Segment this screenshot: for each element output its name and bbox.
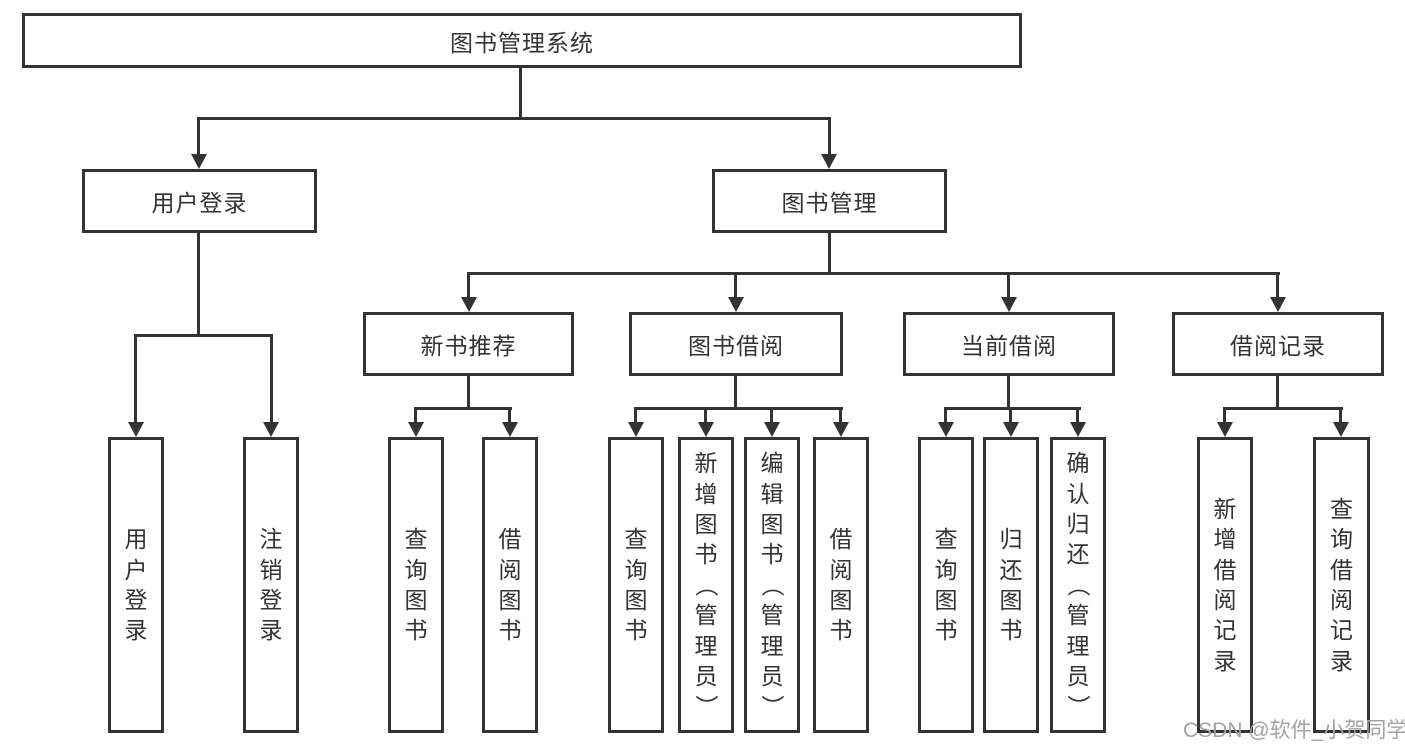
leaf-edit-book-admin: 编辑图书（管理员）: [744, 437, 800, 733]
node-borrowing-records: 借阅记录: [1172, 312, 1384, 376]
leaf-add-borrow-record: 新增借阅记录: [1197, 437, 1253, 733]
connector-line: [944, 407, 947, 425]
arrow-down-icon: [1270, 297, 1286, 312]
leaf-confirm-return-admin: 确认归还（管理员）: [1050, 437, 1106, 733]
arrow-down-icon: [502, 422, 518, 437]
connector-line: [734, 376, 737, 409]
arrow-down-icon: [1333, 422, 1349, 437]
connector-line: [197, 117, 831, 120]
connector-line: [467, 376, 470, 409]
connector-line: [734, 272, 737, 300]
node-new-book-recommendation: 新书推荐: [363, 312, 574, 376]
arrow-down-icon: [938, 422, 954, 437]
arrow-down-icon: [1003, 422, 1019, 437]
connector-line: [197, 232, 200, 336]
node-current-borrowing: 当前借阅: [903, 312, 1115, 376]
arrow-down-icon: [408, 422, 424, 437]
connector-line: [944, 407, 1081, 410]
arrow-down-icon: [263, 422, 279, 437]
arrow-down-icon: [698, 422, 714, 437]
arrow-down-icon: [461, 297, 477, 312]
leaf-borrow-books-recommend: 借阅图书: [482, 437, 538, 733]
connector-line: [414, 407, 512, 410]
leaf-logout: 注销登录: [243, 437, 299, 733]
connector-line: [828, 117, 831, 157]
leaf-query-books-borrowing: 查询图书: [608, 437, 664, 733]
arrow-down-icon: [128, 422, 144, 437]
leaf-add-book-admin: 新增图书（管理员）: [678, 437, 734, 733]
node-library-management-system: 图书管理系统: [22, 13, 1022, 68]
leaf-return-book: 归还图书: [983, 437, 1039, 733]
connector-line: [1007, 376, 1010, 409]
connector-line: [770, 407, 773, 425]
connector-line: [467, 272, 470, 300]
connector-line: [134, 334, 273, 337]
arrow-down-icon: [1001, 297, 1017, 312]
arrow-down-icon: [821, 154, 837, 169]
connector-line: [1223, 407, 1343, 410]
connector-line: [197, 117, 200, 157]
connector-line: [828, 233, 831, 274]
connector-line: [1007, 272, 1010, 300]
connector-line: [704, 407, 707, 425]
arrow-down-icon: [764, 422, 780, 437]
leaf-query-borrow-record: 查询借阅记录: [1313, 437, 1370, 733]
node-book-borrowing: 图书借阅: [629, 312, 843, 376]
leaf-query-books-current: 查询图书: [918, 437, 974, 733]
node-user-login: 用户登录: [82, 169, 317, 233]
connector-line: [1009, 407, 1012, 425]
connector-line: [1223, 407, 1226, 425]
arrow-down-icon: [191, 154, 207, 169]
connector-line: [134, 334, 137, 424]
connector-line: [839, 407, 842, 425]
connector-line: [508, 407, 511, 425]
leaf-query-books-recommend: 查询图书: [388, 437, 444, 733]
arrow-down-icon: [833, 422, 849, 437]
connector-line: [634, 407, 637, 425]
connector-line: [270, 334, 273, 424]
arrow-down-icon: [728, 297, 744, 312]
connector-line: [1276, 272, 1279, 300]
connector-line: [1339, 407, 1342, 425]
connector-line: [634, 407, 843, 410]
leaf-borrow-books-borrowing: 借阅图书: [813, 437, 869, 733]
watermark-text: CSDN @软件_小贺同学: [1183, 719, 1405, 742]
node-book-management: 图书管理: [712, 169, 947, 233]
arrow-down-icon: [628, 422, 644, 437]
connector-line: [414, 407, 417, 425]
arrow-down-icon: [1217, 422, 1233, 437]
arrow-down-icon: [1070, 422, 1086, 437]
connector-line: [519, 68, 522, 118]
connector-line: [1276, 376, 1279, 409]
connector-line: [467, 272, 1280, 275]
connector-line: [1076, 407, 1079, 425]
leaf-user-login: 用户登录: [108, 437, 164, 733]
